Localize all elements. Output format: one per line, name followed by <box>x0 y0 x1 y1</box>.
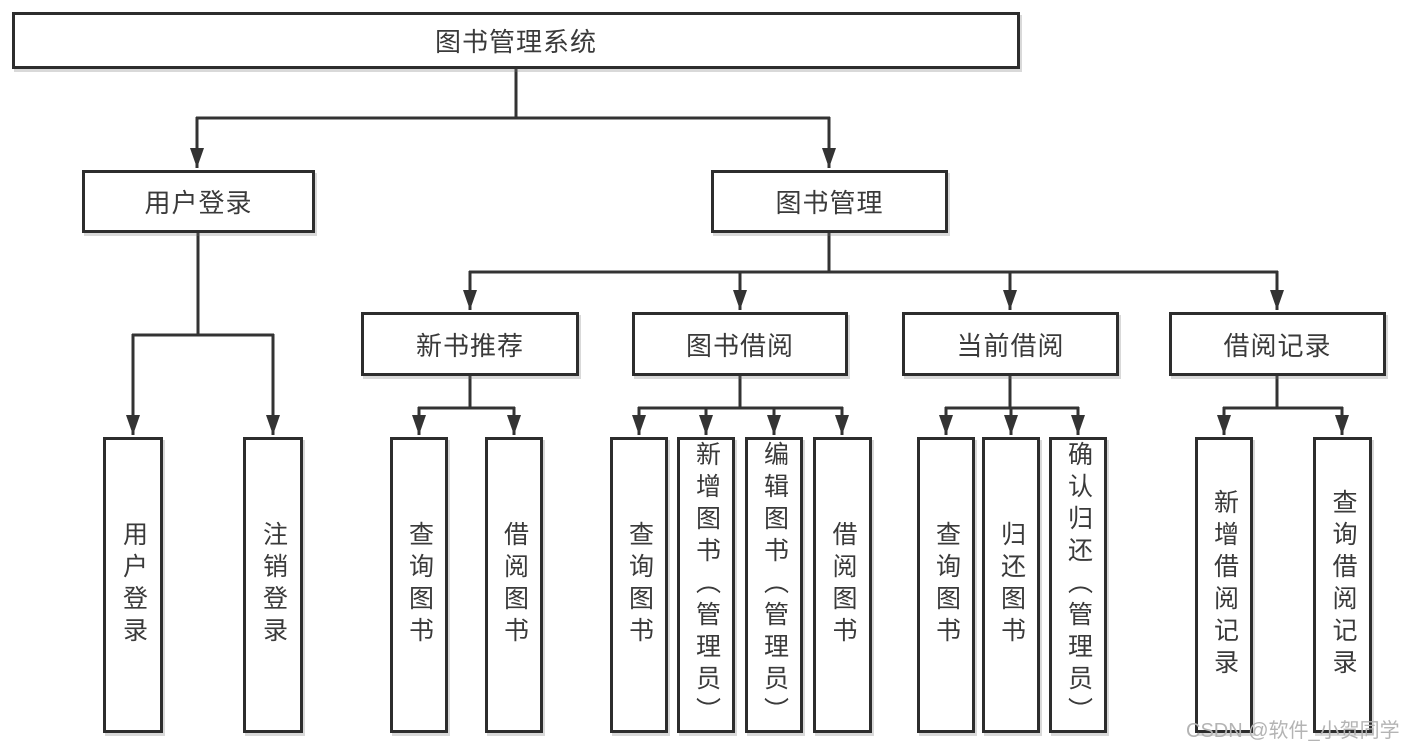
node-user-login: 用户登录 <box>82 170 315 233</box>
leaf-label: 查询图书 <box>625 521 654 649</box>
leaf-borrow-edit-books-admin: 编辑图书（管理员） <box>745 437 803 733</box>
leaf-newbook-query-books: 查询图书 <box>390 437 448 733</box>
node-root-library-management-system: 图书管理系统 <box>12 12 1020 69</box>
leaf-label: 借阅图书 <box>500 521 529 649</box>
leaf-label: 用户登录 <box>119 521 148 649</box>
leaf-current-query-books: 查询图书 <box>917 437 975 733</box>
leaf-label: 借阅图书 <box>829 521 857 649</box>
leaf-label: 查询借阅记录 <box>1329 489 1357 681</box>
leaf-logout-login: 注销登录 <box>243 437 303 733</box>
csdn-watermark: CSDN @软件_小贺同学 <box>1186 720 1400 742</box>
leaf-borrow-query-books: 查询图书 <box>610 437 668 733</box>
node-book-management: 图书管理 <box>711 170 948 233</box>
leaf-current-confirm-return-admin: 确认归还（管理员） <box>1049 437 1107 733</box>
leaf-label: 新增借阅记录 <box>1210 489 1239 681</box>
leaf-label: 编辑图书（管理员） <box>760 441 789 729</box>
leaf-label: 注销登录 <box>259 521 288 649</box>
leaf-newbook-borrow-books: 借阅图书 <box>485 437 543 733</box>
node-new-book-recommend: 新书推荐 <box>361 312 579 376</box>
node-current-borrow: 当前借阅 <box>902 312 1119 376</box>
leaf-label: 归还图书 <box>997 521 1026 649</box>
leaf-user-login: 用户登录 <box>103 437 163 733</box>
leaf-borrow-add-books-admin: 新增图书（管理员） <box>677 437 735 733</box>
leaf-records-query-borrow-record: 查询借阅记录 <box>1313 437 1372 733</box>
leaf-current-return-books: 归还图书 <box>982 437 1040 733</box>
node-borrow-records: 借阅记录 <box>1169 312 1386 376</box>
leaf-label: 新增图书（管理员） <box>692 441 721 729</box>
leaf-label: 查询图书 <box>932 521 961 649</box>
node-book-borrow: 图书借阅 <box>632 312 848 376</box>
leaf-records-add-borrow-record: 新增借阅记录 <box>1195 437 1253 733</box>
leaf-label: 确认归还（管理员） <box>1064 441 1093 729</box>
leaf-label: 查询图书 <box>405 521 434 649</box>
leaf-borrow-borrow-books: 借阅图书 <box>813 437 872 733</box>
